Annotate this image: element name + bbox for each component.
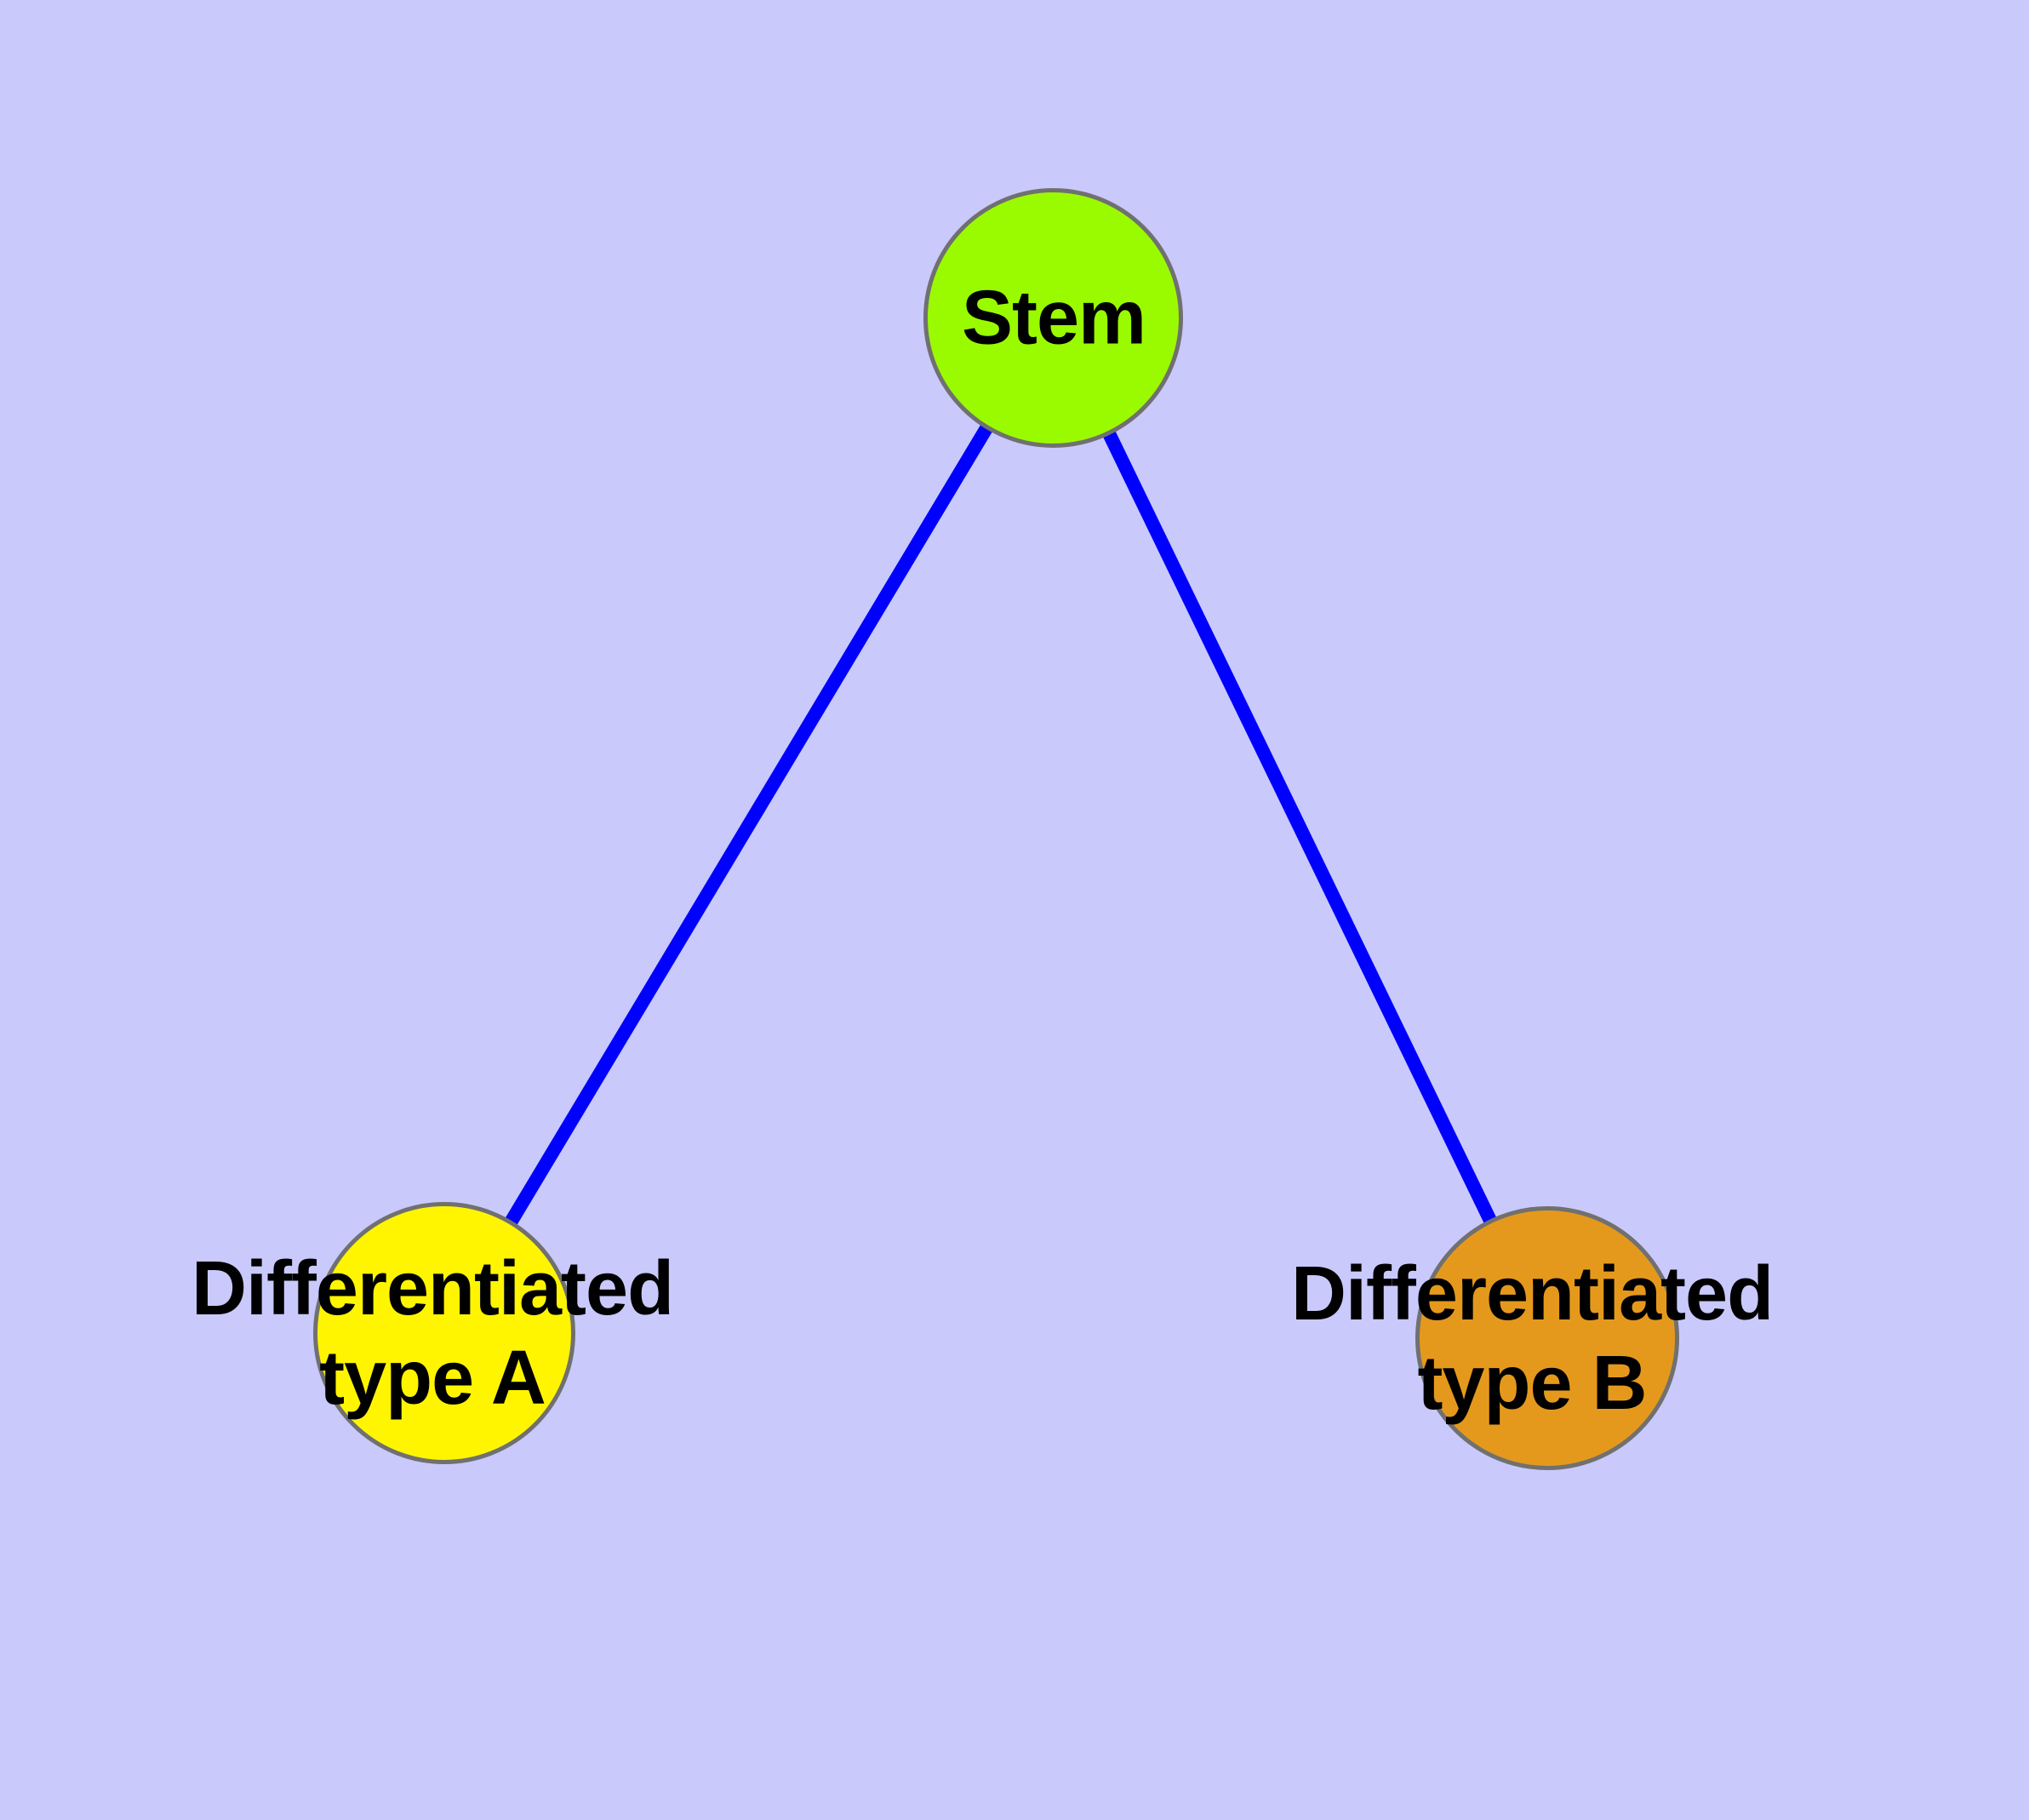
node-label-stem-line1: Stem [961,275,1146,361]
node-label-stem: Stem [962,274,1146,363]
node-differentiated-type-b [1415,1206,1679,1470]
node-label-type-b-line1: Differentiated [1290,1251,1774,1336]
node-differentiated-type-a [313,1202,575,1464]
node-label-type-a-line1: Differentiated [191,1246,674,1331]
node-label-type-b-line2: type B [1417,1341,1647,1426]
node-label-type-a-line2: type A [319,1336,546,1421]
node-label-differentiated-type-b: Differentiated type B [1290,1250,1774,1428]
edge-stem-to-type-b [1046,314,1554,1342]
node-stem [923,188,1183,448]
edge-stem-to-type-a [438,313,1059,1337]
node-label-differentiated-type-a: Differentiated type A [191,1245,674,1423]
